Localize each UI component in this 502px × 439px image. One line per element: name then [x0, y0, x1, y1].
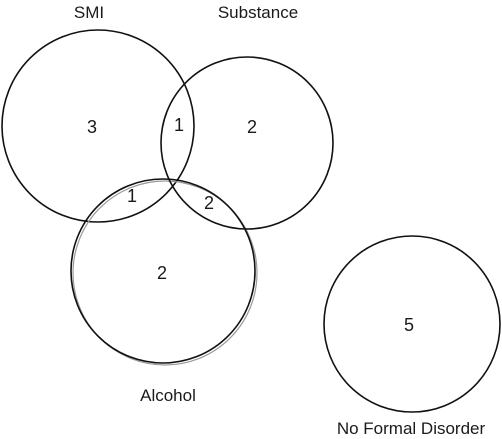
circle-smi: [1, 29, 195, 223]
count-smi-only: 3: [87, 117, 97, 137]
label-smi: SMI: [74, 3, 104, 22]
label-no-formal-disorder: No Formal Disorder: [337, 419, 486, 438]
label-alcohol: Alcohol: [140, 386, 196, 405]
circle-substance: [160, 56, 334, 230]
count-substance-only: 2: [247, 117, 257, 137]
count-substance-alcohol: 2: [204, 193, 214, 213]
count-smi-alcohol: 1: [127, 186, 137, 206]
circle-alcohol: [70, 178, 256, 364]
count-no-formal-disorder: 5: [404, 315, 414, 335]
count-alcohol-only: 2: [157, 263, 167, 283]
circle-no-formal-disorder: [323, 235, 501, 413]
circle-alcohol-shadow: [72, 180, 258, 366]
label-substance: Substance: [218, 3, 298, 22]
count-smi-substance: 1: [174, 115, 184, 135]
